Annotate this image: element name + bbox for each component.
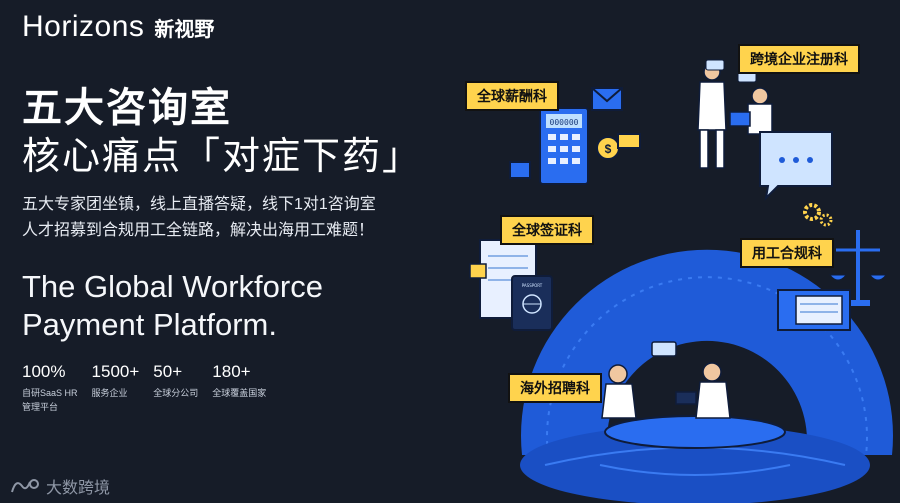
svg-text:$: $ <box>605 142 612 156</box>
brand-logo: Horizons 新视野 <box>22 10 214 44</box>
description-line1: 五大专家团坐镇，线上直播答疑，线下1对1咨询室 <box>22 196 376 213</box>
stat-value: 1500+ <box>91 362 140 381</box>
tag-recruitment: 海外招聘科 <box>508 373 602 403</box>
registration-person-illustration <box>697 63 773 169</box>
stat-label: 服务企业 <box>91 388 128 398</box>
laptop-icon <box>675 391 697 405</box>
watermark-logo-icon <box>11 479 39 493</box>
passport-label: PASSPORT <box>522 283 543 288</box>
english-title-line1: The Global Workforce <box>22 269 323 304</box>
envelope-icon <box>591 87 623 111</box>
scale-icon <box>828 230 888 306</box>
card-icon <box>509 161 531 179</box>
stat-countries: 180+ 全球覆盖国家 <box>212 362 266 414</box>
meeting-table <box>604 415 786 449</box>
document-stack-icon <box>777 289 851 331</box>
stat-clients: 1500+ 服务企业 <box>92 362 140 414</box>
english-title: The Global Workforce Payment Platform. <box>22 268 323 344</box>
chat-bubble-icon <box>759 131 833 201</box>
message-bubble-icon <box>651 341 677 357</box>
stat-label-2: 管理平台 <box>22 402 59 412</box>
english-title-line2: Payment Platform. <box>22 307 277 342</box>
watermark: 大数跨境 <box>10 474 110 498</box>
recruitment-meeting-illustration <box>601 341 786 449</box>
description: 五大专家团坐镇，线上直播答疑，线下1对1咨询室 人才招募到合规用工全链路，解决出… <box>22 192 376 244</box>
headline-line2: 核心痛点「对症下药」 <box>22 136 423 178</box>
description-line2: 人才招募到合规用工全链路，解决出海用工难题！ <box>22 222 375 239</box>
money-bill-icon <box>617 133 641 149</box>
tag-visa: 全球签证科 <box>500 215 594 245</box>
tag-compliance: 用工合规科 <box>740 238 834 268</box>
stat-branches: 50+ 全球分公司 <box>153 362 198 414</box>
mini-bubble-icon <box>705 59 725 71</box>
globe-base <box>520 425 870 503</box>
stat-value: 50+ <box>153 362 183 381</box>
tag-payroll: 全球薪酬科 <box>465 81 559 111</box>
passport-icon: PASSPORT <box>511 275 553 331</box>
calculator-display: 000000 <box>550 118 579 127</box>
stat-label: 全球覆盖国家 <box>212 388 267 398</box>
stat-label: 自研SaaS HR <box>22 388 78 398</box>
brand-name-en: Horizons <box>22 10 145 43</box>
laptop-icon <box>729 111 751 127</box>
watermark-text: 大数跨境 <box>46 480 111 497</box>
brand-name-cn: 新视野 <box>154 19 215 41</box>
stat-value: 100% <box>22 362 66 381</box>
headline-line1: 五大咨询室 <box>22 86 232 130</box>
globe-latitude <box>599 464 791 476</box>
calculator-icon: 000000 <box>539 107 589 185</box>
stat-value: 180+ <box>212 362 251 381</box>
stat-label: 全球分公司 <box>153 388 199 398</box>
stats-row: 100% 自研SaaS HR 管理平台 1500+ 服务企业 50+ 全球分公司… <box>22 362 266 414</box>
coin-icon: $ <box>596 136 620 160</box>
gear-icon <box>803 203 833 227</box>
stat-saas: 100% 自研SaaS HR 管理平台 <box>22 362 78 414</box>
tag-registration: 跨境企业注册科 <box>738 44 860 74</box>
